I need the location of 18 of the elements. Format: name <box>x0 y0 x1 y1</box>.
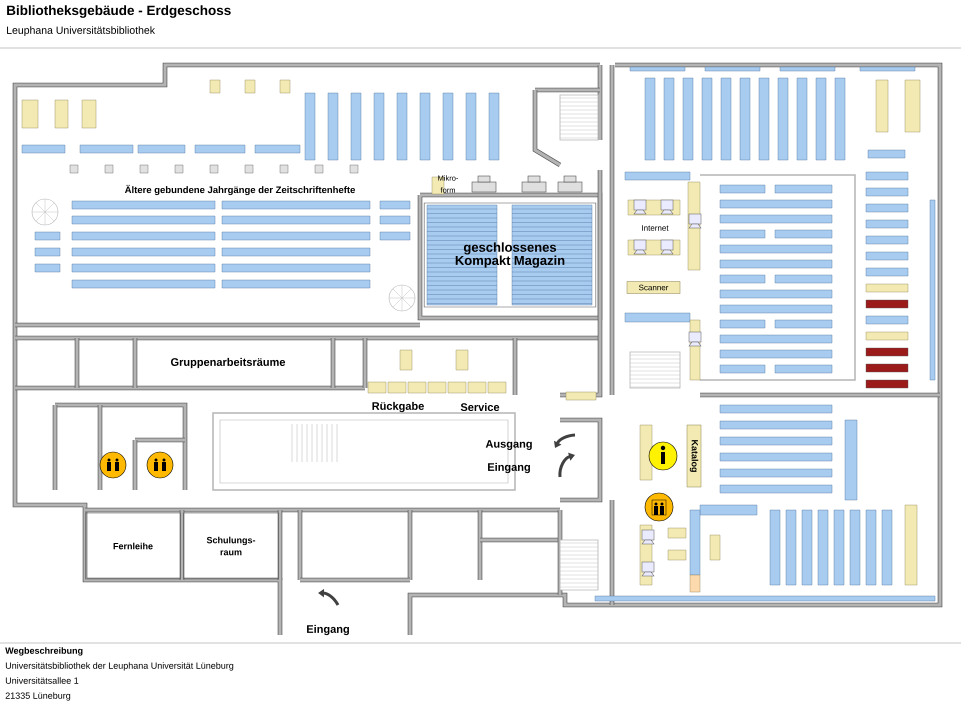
address-line: 21335 Lüneburg <box>6 692 70 701</box>
address-line: Universitätsbibliothek der Leuphana Universität Lüneburg <box>6 662 234 671</box>
catalog-box: Katalog <box>686 424 702 488</box>
area-label: Internet <box>642 225 668 231</box>
entrance-label: Eingang <box>488 462 530 474</box>
scanner-box: Scanner <box>626 281 680 294</box>
room-label: Gruppenarbeitsräume <box>171 358 286 368</box>
area-label: Ältere gebundene Jahrgänge der Zeitschriftenhefte <box>124 184 355 196</box>
footer-heading: Wegbeschreibung <box>5 647 82 656</box>
subtitle: Leuphana Universitätsbibliothek <box>7 26 155 36</box>
room: Schulungs- raum <box>183 512 279 580</box>
entrance-label: Eingang <box>307 624 349 636</box>
exit-label: Ausgang <box>486 440 532 450</box>
room: Fernleihe <box>85 512 181 580</box>
counter-label: Service <box>460 402 500 412</box>
title: Bibliotheksgebäude - Erdgeschoss <box>7 5 231 18</box>
address-line: Universitätsallee 1 <box>6 677 78 684</box>
counter-label: Rückgabe <box>372 402 424 412</box>
